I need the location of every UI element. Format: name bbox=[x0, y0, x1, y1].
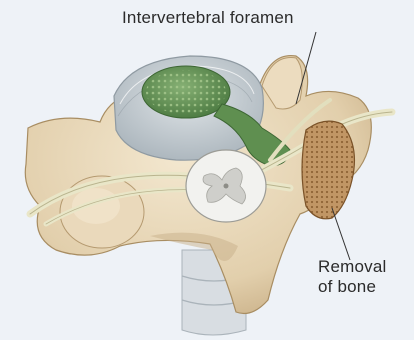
removal-label-line2: of bone bbox=[318, 277, 386, 297]
spinal-cord bbox=[186, 150, 266, 222]
removal-of-bone-label: Removal of bone bbox=[318, 257, 386, 297]
removal-label-line1: Removal bbox=[318, 257, 386, 277]
removed-bone-region bbox=[302, 121, 354, 219]
intervertebral-foramen-label: Intervertebral foramen bbox=[122, 8, 294, 28]
removal-leader-line bbox=[332, 208, 350, 260]
